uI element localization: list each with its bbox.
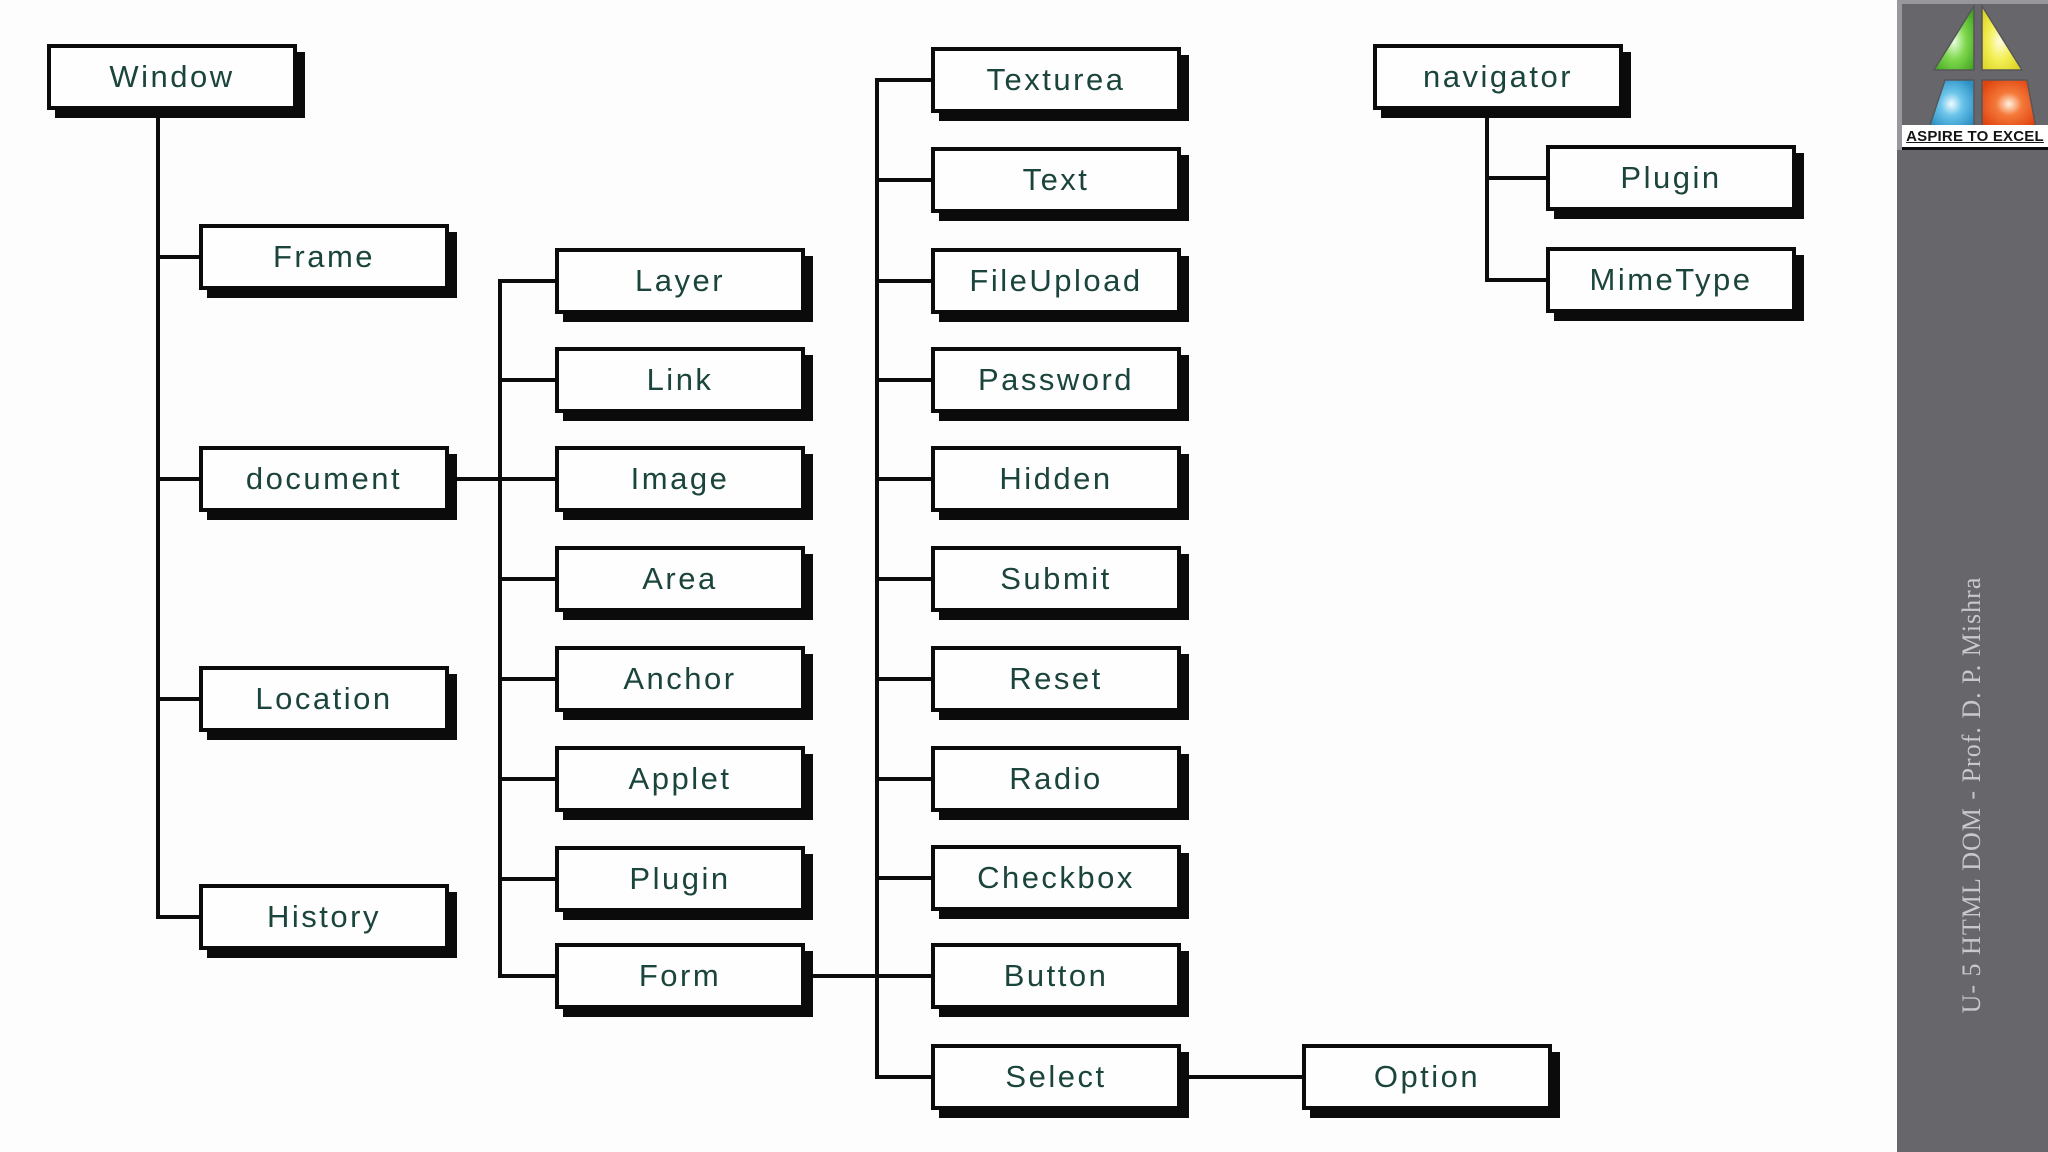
connector-password: [875, 378, 933, 382]
node-history-label: History: [267, 899, 381, 934]
node-password: Password: [931, 347, 1181, 413]
connector-texturea: [875, 78, 933, 82]
node-password-label: Password: [977, 362, 1135, 397]
node-form-label: Form: [638, 958, 722, 993]
node-window: Window: [47, 44, 297, 110]
node-history: History: [199, 884, 449, 950]
node-applet-label: Applet: [628, 761, 732, 796]
connector-nav-mimetype: [1485, 278, 1548, 282]
node-navigator: navigator: [1373, 44, 1623, 110]
node-text-label: Text: [1022, 162, 1090, 197]
node-submit: Submit: [931, 546, 1181, 612]
node-image: Image: [555, 446, 805, 512]
node-nav-plugin-label: Plugin: [1620, 160, 1722, 195]
node-form: Form: [555, 943, 805, 1009]
node-select-label: Select: [1005, 1059, 1107, 1094]
node-area-label: Area: [642, 561, 718, 596]
trunk-navigator: [1485, 110, 1489, 282]
node-nav-mimetype: MimeType: [1546, 247, 1796, 313]
node-reset-label: Reset: [1009, 661, 1103, 696]
node-image-label: Image: [630, 461, 730, 496]
node-texturea: Texturea: [931, 47, 1181, 113]
connector-form-to-button: [801, 974, 933, 978]
connector-applet: [498, 777, 557, 781]
node-hidden: Hidden: [931, 446, 1181, 512]
node-frame: Frame: [199, 224, 449, 290]
node-location-label: Location: [255, 681, 393, 716]
connector-radio: [875, 777, 933, 781]
connector-checkbox: [875, 876, 933, 880]
node-layer: Layer: [555, 248, 805, 314]
node-frame-label: Frame: [272, 239, 376, 274]
node-location: Location: [199, 666, 449, 732]
node-text: Text: [931, 147, 1181, 213]
connector-frame: [156, 255, 201, 259]
node-radio-label: Radio: [1009, 761, 1103, 796]
node-submit-label: Submit: [1000, 561, 1112, 596]
connector-link: [498, 378, 557, 382]
node-option-label: Option: [1373, 1059, 1481, 1094]
sidebar: [1897, 0, 2048, 1152]
node-texturea-label: Texturea: [986, 62, 1126, 97]
connector-layer: [498, 279, 557, 283]
node-navigator-label: navigator: [1422, 59, 1574, 94]
connector-select-to-option: [1177, 1075, 1304, 1079]
node-document-label: document: [245, 461, 403, 496]
node-window-label: Window: [109, 59, 235, 94]
connector-history: [156, 915, 201, 919]
node-link-label: Link: [646, 362, 714, 397]
node-anchor-label: Anchor: [623, 661, 737, 696]
trunk-window: [156, 110, 160, 919]
node-nav-mimetype-label: MimeType: [1589, 262, 1753, 297]
node-reset: Reset: [931, 646, 1181, 712]
node-button: Button: [931, 943, 1181, 1009]
node-button-label: Button: [1003, 958, 1109, 993]
node-link: Link: [555, 347, 805, 413]
node-applet: Applet: [555, 746, 805, 812]
connector-plugin: [498, 877, 557, 881]
node-select: Select: [931, 1044, 1181, 1110]
logo-caption-band: ASPIRE TO EXCEL: [1902, 125, 2048, 150]
node-nav-plugin: Plugin: [1546, 145, 1796, 211]
sidebar-credit-text: U- 5 HTML DOM - Prof. D. P. Mishra: [1957, 576, 1986, 1014]
node-option: Option: [1302, 1044, 1552, 1110]
node-checkbox-label: Checkbox: [977, 860, 1135, 895]
node-plugin: Plugin: [555, 846, 805, 912]
connector-anchor: [498, 677, 557, 681]
node-layer-label: Layer: [634, 263, 726, 298]
aspire-logo-icon: [1928, 4, 2037, 128]
node-plugin-label: Plugin: [629, 861, 731, 896]
connector-select: [875, 1075, 933, 1079]
node-document: document: [199, 446, 449, 512]
connector-location: [156, 697, 201, 701]
node-fileupload: FileUpload: [931, 248, 1181, 314]
connector-document-to-trunk: [445, 477, 557, 481]
connector-fileupload: [875, 279, 933, 283]
node-area: Area: [555, 546, 805, 612]
connector-text: [875, 178, 933, 182]
connector-area: [498, 577, 557, 581]
node-hidden-label: Hidden: [999, 461, 1113, 496]
node-fileupload-label: FileUpload: [969, 263, 1143, 298]
logo-block: ASPIRE TO EXCEL: [1897, 0, 2048, 150]
connector-reset: [875, 677, 933, 681]
node-radio: Radio: [931, 746, 1181, 812]
connector-hidden: [875, 477, 933, 481]
logo-caption-text: ASPIRE TO EXCEL: [1906, 127, 2044, 145]
node-anchor: Anchor: [555, 646, 805, 712]
connector-submit: [875, 577, 933, 581]
node-checkbox: Checkbox: [931, 845, 1181, 911]
connector-nav-plugin: [1485, 176, 1548, 180]
trunk-document: [498, 279, 502, 978]
connector-document: [156, 477, 201, 481]
connector-form: [498, 974, 557, 978]
